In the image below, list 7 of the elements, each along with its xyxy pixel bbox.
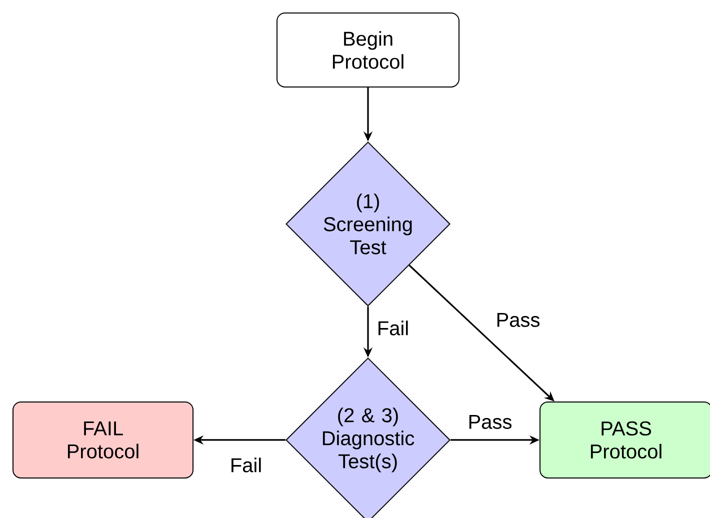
edge-label: Fail	[232, 458, 261, 472]
process-box: PASS Protocol	[540, 401, 710, 478]
start-box: Begin Protocol	[276, 12, 460, 88]
process-box: FAIL Protocol	[12, 401, 194, 478]
edge-label: Pass	[497, 313, 540, 327]
edge-label: Pass	[469, 415, 512, 429]
edge-label: Fail	[378, 320, 408, 336]
